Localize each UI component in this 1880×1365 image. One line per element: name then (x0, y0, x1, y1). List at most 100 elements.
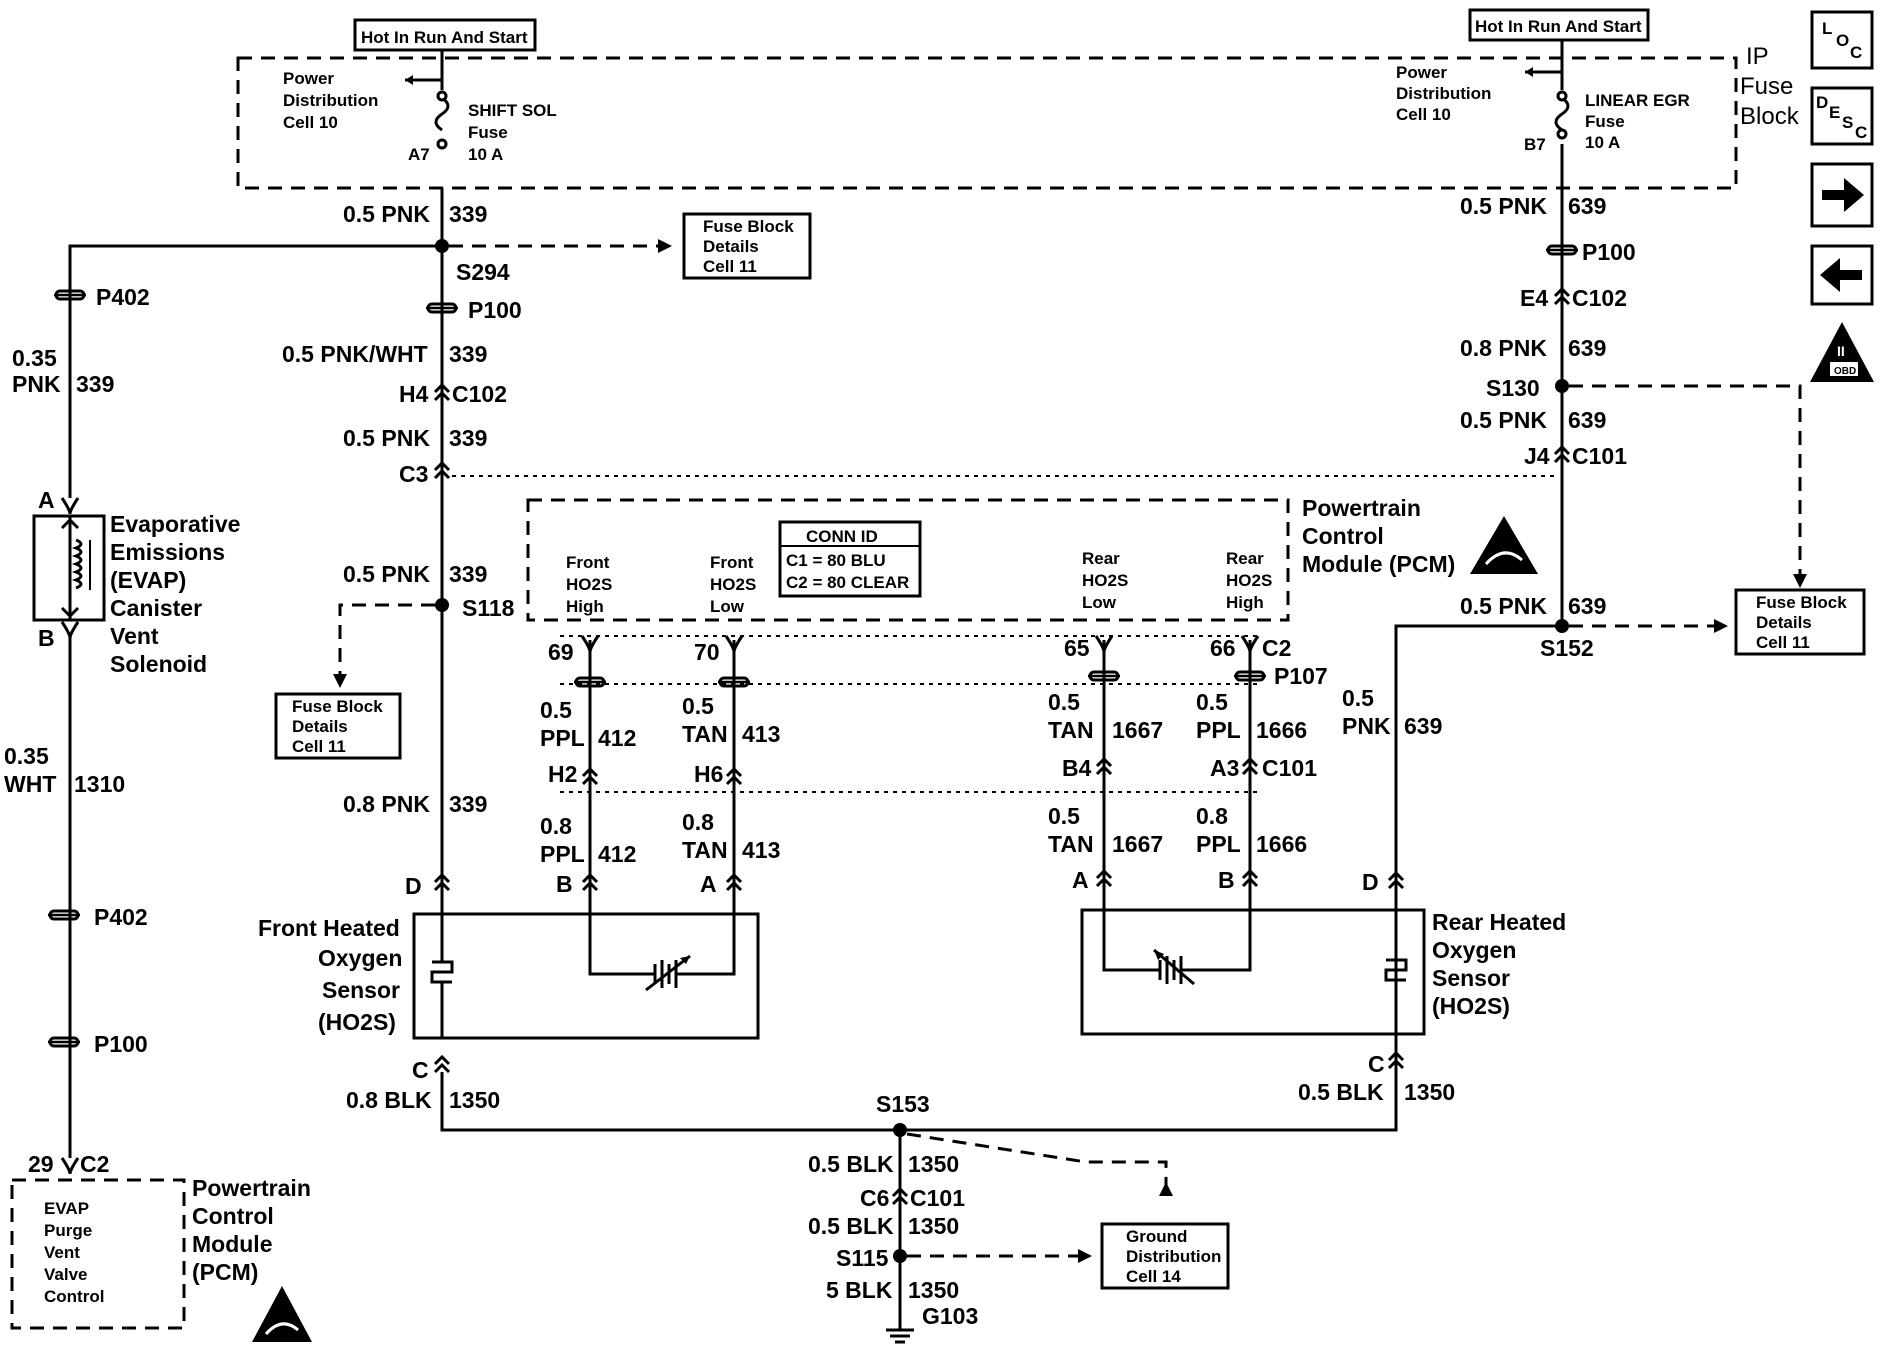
esd-warning-icon-upper (1470, 516, 1538, 574)
svg-text:CONN ID: CONN ID (806, 527, 878, 546)
evap-name-3: (EVAP) (110, 567, 186, 593)
j4-label: J4 (1524, 443, 1550, 469)
svg-text:0.5: 0.5 (1048, 803, 1080, 829)
power-dist-right-2: Distribution (1396, 84, 1491, 103)
c2-lower: C2 (80, 1151, 109, 1177)
ip-fuse-block-outline (236, 56, 1738, 190)
desc-button[interactable] (1810, 86, 1874, 146)
hot-in-run-left-box (353, 18, 537, 52)
svg-text:639: 639 (1568, 193, 1606, 219)
shift-pin: A7 (408, 145, 430, 164)
p402-upper: P402 (96, 284, 150, 310)
ground-dist-ref[interactable] (1100, 1222, 1230, 1290)
s118-label: S118 (462, 595, 515, 621)
svg-text:0.8: 0.8 (682, 809, 714, 835)
c102-left: C102 (452, 381, 507, 407)
svg-text:II: II (1837, 343, 1845, 359)
svg-text:A: A (1072, 867, 1089, 893)
w1350-rear: 0.5 BLK (1298, 1079, 1384, 1105)
power-dist-left-1: Power (283, 69, 334, 88)
svg-text:TAN: TAN (1048, 717, 1094, 743)
svg-text:Vent: Vent (44, 1243, 80, 1262)
svg-text:TAN: TAN (1048, 831, 1094, 857)
svg-text:1350: 1350 (908, 1277, 959, 1303)
pcm-outline (526, 498, 1290, 622)
h6-label: H6 (694, 761, 723, 787)
ground-icon (886, 1328, 914, 1344)
p100-lower: P100 (94, 1031, 148, 1057)
w1350-front: 0.8 BLK (346, 1087, 432, 1113)
svg-text:413: 413 (742, 837, 780, 863)
svg-text:Purge: Purge (44, 1221, 92, 1240)
svg-text:0.5 PNK: 0.5 PNK (1460, 407, 1547, 433)
front-ho2s-2: Oxygen (318, 945, 402, 971)
p100-right: P100 (1582, 239, 1636, 265)
fuse-block-ref-2[interactable] (274, 692, 402, 760)
a3-label: A3 (1210, 755, 1239, 781)
svg-text:B: B (1218, 867, 1235, 893)
svg-text:Fuse Block: Fuse Block (1756, 593, 1847, 612)
linear-egr-fuse-icon (1554, 96, 1570, 132)
front-ho2s-3: Sensor (322, 977, 400, 1003)
svg-text:Fuse Block: Fuse Block (703, 217, 794, 236)
pin69: 69 (548, 639, 574, 665)
s152-label: S152 (1540, 635, 1594, 661)
svg-text:C101: C101 (1572, 443, 1627, 469)
svg-text:339: 339 (449, 425, 487, 451)
svg-text:1350: 1350 (908, 1151, 959, 1177)
g103-label: G103 (922, 1303, 978, 1329)
svg-text:1667: 1667 (1112, 831, 1163, 857)
front-ho2s-1: Front Heated (258, 915, 400, 941)
svg-text:HO2S: HO2S (710, 575, 756, 594)
svg-text:TAN: TAN (682, 837, 728, 863)
loc-button[interactable] (1810, 10, 1874, 70)
svg-text:Front: Front (710, 553, 754, 572)
svg-text:413: 413 (742, 721, 780, 747)
fuse-block-ref-1[interactable] (682, 212, 812, 280)
s130-label: S130 (1486, 375, 1540, 401)
pcm-lower-title-2: Control (192, 1203, 274, 1229)
svg-text:Rear: Rear (1226, 549, 1264, 568)
svg-text:0.35: 0.35 (4, 743, 49, 769)
svg-text:Cell 14: Cell 14 (1126, 1267, 1181, 1286)
svg-text:C102: C102 (1572, 285, 1627, 311)
evap-solenoid-icon (60, 516, 91, 620)
svg-text:639: 639 (1404, 713, 1442, 739)
p100-left: P100 (468, 297, 522, 323)
pcm-title-1: Powertrain (1302, 495, 1421, 521)
svg-text:HO2S: HO2S (1226, 571, 1272, 590)
desc-c: C (1855, 123, 1867, 142)
esd-warning-icon-lower (252, 1286, 312, 1342)
svg-text:Cell 11: Cell 11 (1756, 633, 1810, 652)
svg-text:0.5 PNK: 0.5 PNK (343, 425, 430, 451)
svg-text:Ground: Ground (1126, 1227, 1187, 1246)
svg-text:639: 639 (1568, 335, 1606, 361)
pcm-lower-title-3: Module (192, 1231, 273, 1257)
front-ho2s-4: (HO2S) (318, 1009, 396, 1035)
rear-ho2s-2: Oxygen (1432, 937, 1516, 963)
ip-fuse-block-title-2: Fuse (1740, 73, 1793, 100)
pcm-lower-title-1: Powertrain (192, 1175, 311, 1201)
front-ho2s-box (412, 912, 760, 1040)
svg-text:Details: Details (703, 237, 759, 256)
shift-sol-fuse-icon (434, 96, 450, 132)
svg-text:Valve: Valve (44, 1265, 88, 1284)
w339-pnkwht: 0.5 PNK/WHT (282, 341, 428, 367)
evap-name-6: Solenoid (110, 651, 207, 677)
svg-text:HO2S: HO2S (566, 575, 612, 594)
loc-l: L (1822, 19, 1832, 38)
loc-o: O (1836, 31, 1849, 50)
front-heater-icon (430, 920, 454, 1038)
evap-name-1: Evaporative (110, 511, 240, 537)
ip-fuse-block-title-1: IP (1746, 43, 1769, 70)
conn-id-box (778, 520, 922, 598)
svg-text:PPL: PPL (540, 841, 585, 867)
svg-text:PPL: PPL (1196, 831, 1241, 857)
egr-fuse-1: LINEAR EGR (1585, 91, 1690, 110)
power-dist-left-2: Distribution (283, 91, 378, 110)
svg-text:Distribution: Distribution (1126, 1247, 1221, 1266)
desc-e: E (1829, 103, 1840, 122)
fuse-block-ref-4[interactable] (1734, 588, 1866, 656)
loc-c: C (1850, 43, 1862, 62)
svg-text:1666: 1666 (1256, 831, 1307, 857)
